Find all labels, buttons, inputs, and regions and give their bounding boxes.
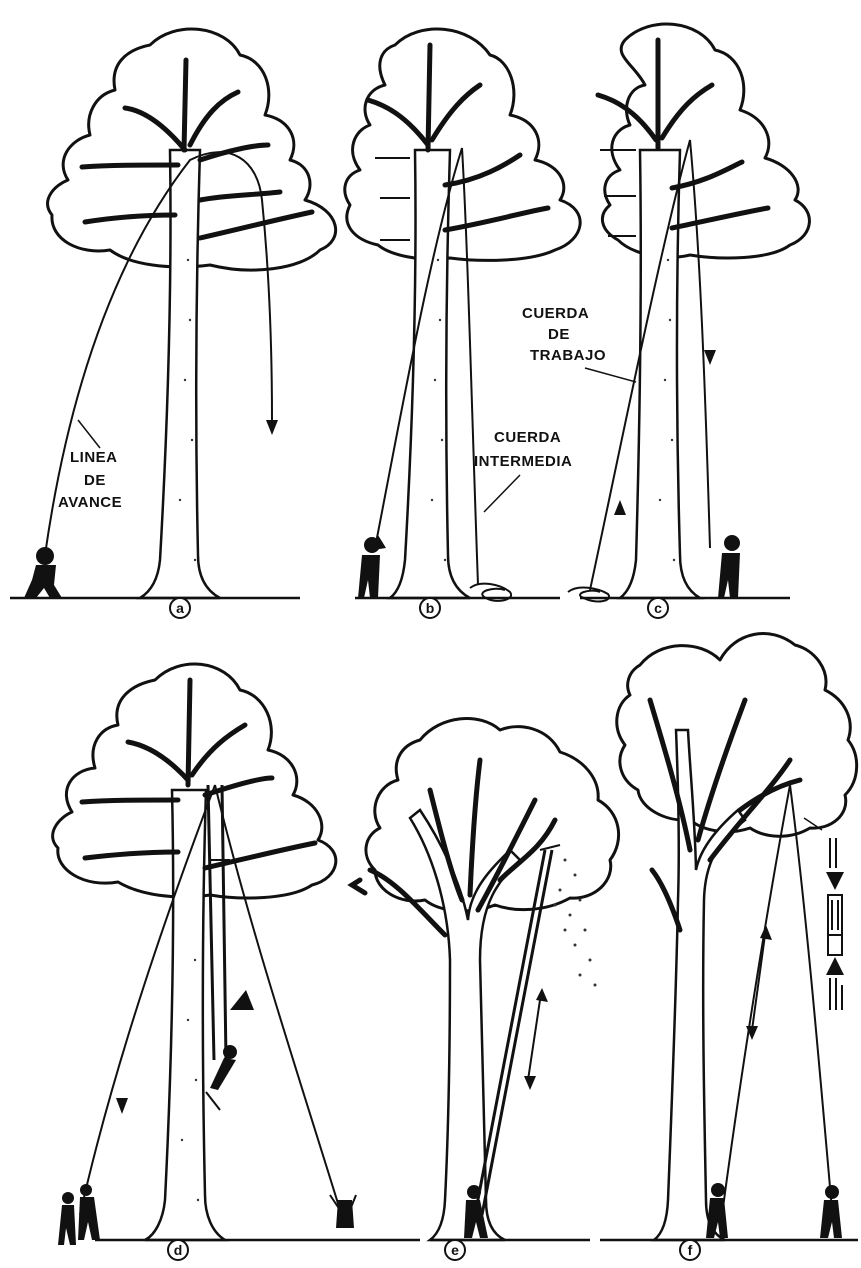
tree-d-helper [330,1195,356,1228]
label-linea-1: LINEA [70,449,118,466]
panel-d: d [53,664,420,1260]
panel-f: f [600,634,858,1260]
tree-c-coil [568,588,609,602]
panel-c: CUERDA DE TRABAJO c [522,24,809,618]
tree-d-climber [206,1045,237,1110]
tree-a-person [24,547,62,598]
tree-b-person [358,537,380,598]
panel-label-f: f [688,1242,693,1258]
label-trabajo-3: TRABAJO [530,347,606,364]
tree-f-knot-detail [826,838,844,1010]
label-intermedia-1: CUERDA [494,429,561,446]
panel-a: LINEA DE AVANCE a [10,29,336,618]
tree-f-rope-right [790,785,832,1210]
tree-f-person-left [706,1183,728,1238]
tree-f-person-right [820,1185,842,1238]
panel-label-e: e [451,1242,459,1258]
panel-label-d: d [174,1242,183,1258]
label-linea-3: AVANCE [58,494,122,511]
panel-label-a: a [176,600,184,616]
label-intermedia-2: INTERMEDIA [474,453,572,470]
panel-label-b: b [426,600,435,616]
panel-e: e [352,719,619,1260]
label-trabajo-1: CUERDA [522,305,589,322]
tree-d-belayers [58,1184,100,1245]
tree-f-crown [617,634,857,837]
tree-c-person [718,535,740,598]
label-trabajo-2: DE [548,326,570,343]
label-linea-2: DE [84,472,106,489]
panel-label-c: c [654,600,662,616]
panel-b: CUERDA INTERMEDIA b [345,29,580,618]
